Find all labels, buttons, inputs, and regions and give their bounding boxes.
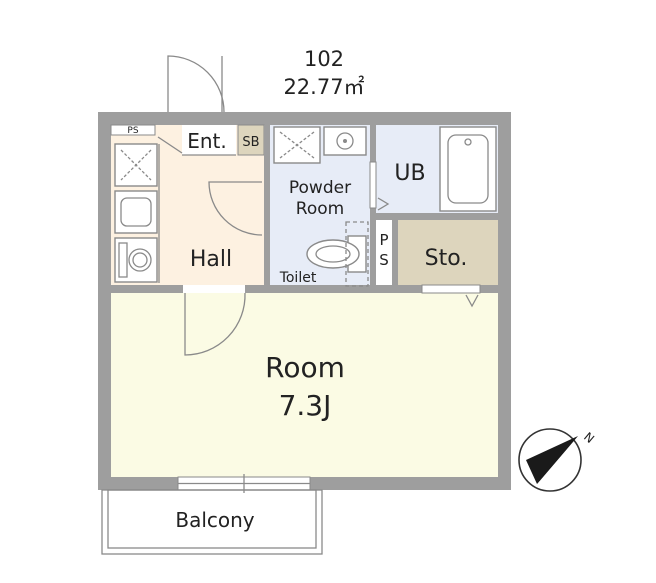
hall-label: Hall: [190, 247, 232, 272]
unit-number: 102: [304, 47, 344, 71]
storage-door: [421, 284, 481, 294]
room-door: [183, 285, 246, 356]
toilet-fixture: [306, 221, 369, 287]
ps-side-floor: [376, 220, 392, 285]
balcony: [101, 489, 323, 555]
room-floor: [111, 293, 498, 477]
ps-top-box: [110, 124, 156, 136]
kitchen-sink: [114, 190, 158, 234]
shoe-box-label: SB: [242, 135, 259, 150]
entrance-door: [167, 55, 225, 113]
washbasin: [323, 126, 367, 156]
wall-room-top: [111, 285, 498, 293]
bathtub: [439, 126, 497, 212]
powder-room-label-1: Powder: [289, 178, 351, 198]
shoe-box: [237, 124, 265, 156]
unit-bath-label: UB: [394, 161, 425, 186]
balcony-window: [177, 474, 311, 493]
toilet-label: Toilet: [279, 270, 317, 286]
compass-icon: N: [518, 428, 597, 492]
powder-room-label-2: Room: [296, 199, 344, 219]
wall-hall-powder: [264, 125, 270, 285]
wall-ps-storage: [392, 220, 398, 285]
entrance-label: Ent.: [187, 129, 227, 153]
compass-north-label: N: [581, 430, 597, 446]
ps-side-label-p: P: [379, 231, 388, 249]
ub-sliding-door: [369, 161, 377, 209]
refrigerator-space: [114, 143, 158, 187]
room-size-label: 7.3J: [279, 389, 332, 422]
entrance-floor: [182, 125, 236, 155]
wall-ub-bottom: [376, 213, 498, 220]
stove: [114, 237, 158, 283]
hall-door: [208, 181, 263, 236]
storage-floor: [398, 220, 498, 285]
storage-label: Sto.: [425, 246, 468, 271]
washing-machine-space: [273, 126, 321, 164]
unit-area: 22.77㎡: [283, 75, 364, 99]
ps-top-label: PS: [127, 126, 138, 136]
balcony-label: Balcony: [175, 508, 254, 532]
room-label: Room: [265, 351, 345, 384]
ps-side-label-s: S: [379, 251, 389, 269]
